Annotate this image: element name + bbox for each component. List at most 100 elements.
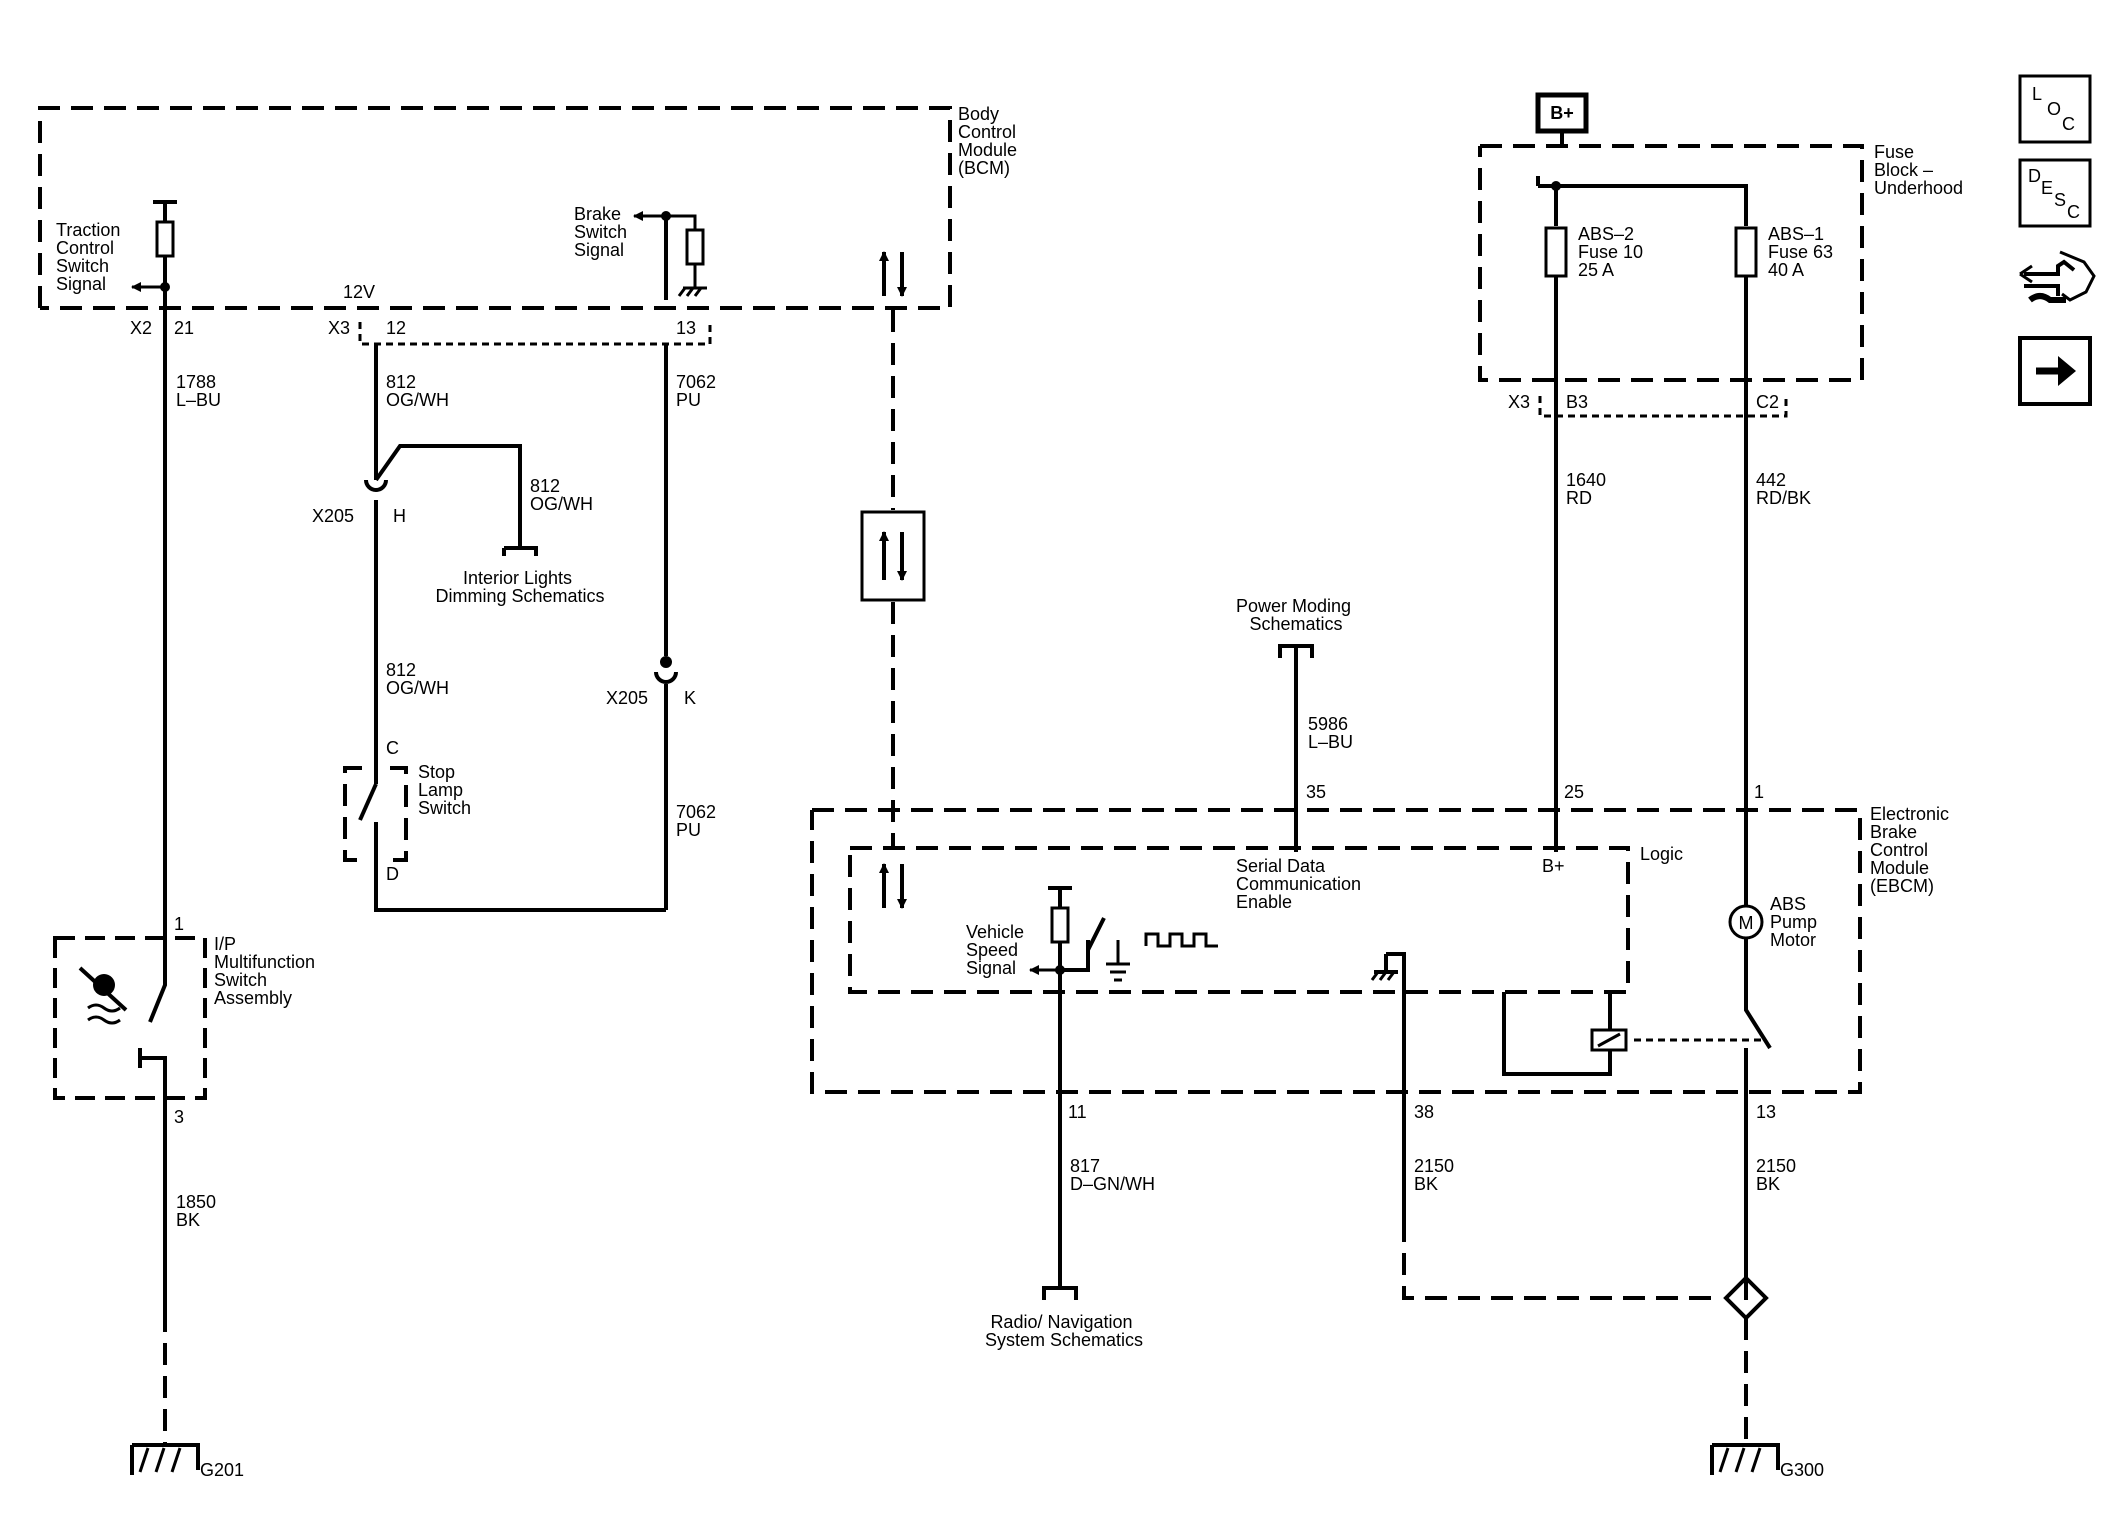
interior-lights-reference: Interior Lights Dimming Schematics [435,568,604,606]
abs-pump-motor: M ABS Pump Motor 13 2150 BK [1502,894,1822,1300]
svg-text:L: L [2032,84,2042,104]
wire-7062a-label: 7062 PU [676,372,721,410]
bcm-pullup-resistor [155,220,175,258]
circuit-1640-442: 1640 RD 442 RD/BK [1554,410,1811,905]
svg-text:1: 1 [1754,782,1764,802]
bcm-label: Body Control Module (BCM) [958,104,1022,178]
svg-text:D: D [2028,166,2041,186]
next-page-button[interactable] [2018,336,2092,406]
wire-1640-label: 1640 RD [1566,470,1611,508]
wire-1788-label: 1788 L–BU [176,372,221,410]
svg-text:E: E [2041,178,2053,198]
svg-text:S: S [2054,190,2066,210]
ground-g201: G201 [130,1443,244,1480]
connector-x205-h: X205 H [312,479,406,526]
vss-label: Vehicle Speed Signal [966,922,1029,978]
loc-button[interactable]: L O C [2018,74,2092,144]
svg-text:X205: X205 [312,506,354,526]
svg-text:X3: X3 [1508,392,1530,412]
splice-and-ground-g300: G300 [1710,1275,1824,1480]
svg-text:3: 3 [174,1107,184,1127]
svg-text:X205: X205 [606,688,648,708]
pulse-signal-icon [1144,932,1218,948]
abs-motor-label: ABS Pump Motor [1770,894,1822,950]
fuse-abs1-label: ABS–1 Fuse 63 40 A [1768,224,1838,280]
wire-1850-label: 1850 BK [176,1192,221,1230]
svg-text:21: 21 [174,318,194,338]
wire-7062b-label: 7062 PU [676,802,721,840]
svg-text:X2: X2 [130,318,152,338]
logic-label: Logic [1640,844,1683,864]
svg-text:25: 25 [1564,782,1584,802]
fuse-abs2-label: ABS–2 Fuse 10 25 A [1578,224,1648,280]
circuit-812: 812 OG/WH 812 OG/WH Interior Lights Dimm… [312,344,605,754]
svg-text:35: 35 [1306,782,1326,802]
svg-text:11: 11 [1068,1102,1087,1122]
wire-442-label: 442 RD/BK [1756,470,1811,508]
ebcm-label: Electronic Brake Control Module (EBCM) [1870,804,1954,896]
svg-text:B3: B3 [1566,392,1588,412]
power-moding-reference: Power Moding Schematics 5986 L–BU [1236,596,1356,845]
svg-text:13: 13 [676,318,696,338]
circuit-7062: 7062 PU X205 K 7062 PU [606,344,721,910]
fuse-block-label: Fuse Block – Underhood [1874,142,1963,198]
circuit-1850: 3 1850 BK [163,1098,221,1445]
wire-812c-label: 812 OG/WH [386,660,449,698]
bcm-module: Body Control Module (BCM) [38,104,1022,310]
wire-817-label: 817 D–GN/WH [1070,1156,1155,1194]
svg-text:C: C [2067,202,2080,222]
wire-812a-label: 812 OG/WH [386,372,449,410]
svg-text:C: C [2062,114,2075,134]
fuse-abs2 [1544,226,1568,278]
svg-text:G300: G300 [1780,1460,1824,1480]
traction-control-icon [78,966,128,1025]
wire-812b-label: 812 OG/WH [530,476,593,514]
wire-2150b-label: 2150 BK [1756,1156,1801,1194]
svg-text:O: O [2047,99,2061,119]
svg-text:38: 38 [1414,1102,1434,1122]
svg-text:G201: G201 [200,1460,244,1480]
serial-data-gateway [860,510,926,602]
serial-data-link [860,310,926,850]
stop-lamp-label: Stop Lamp Switch [418,762,471,818]
connector-icon[interactable] [2019,250,2096,303]
bcm-12v-label: 12V [343,282,375,302]
brake-signal-label: Brake Switch Signal [574,204,632,260]
svg-text:H: H [393,506,406,526]
svg-text:X3: X3 [328,318,350,338]
svg-text:12: 12 [386,318,406,338]
traction-control-signal: Traction Control Switch Signal [56,200,177,300]
svg-text:1: 1 [174,914,184,934]
svg-text:B+: B+ [1550,103,1574,123]
bcm-serial-data-icon [879,251,907,297]
circuit-1788: 1788 L–BU 1 [163,300,221,985]
vehicle-speed-signal: Vehicle Speed Signal 11 817 D–GN/WH Radi… [966,886,1218,1350]
connector-x205-k: X205 K [606,656,696,708]
serial-enable-label: Serial Data Communication Enable [1236,856,1366,912]
desc-button[interactable]: D E S C [2018,158,2092,228]
ebcm-b-plus-label: B+ [1542,856,1565,876]
ip-switch-label: I/P Multifunction Switch Assembly [214,934,320,1008]
ip-multifunction-switch: I/P Multifunction Switch Assembly [53,934,320,1100]
wire-2150a-label: 2150 BK [1414,1156,1459,1194]
svg-text:Power Moding Schematics: Power Moding Schematics [1236,596,1356,634]
svg-text:C: C [386,738,399,758]
fuse-abs1 [1734,226,1758,278]
brake-switch-signal: Brake Switch Signal 12V [343,204,707,302]
traction-signal-label: Traction Control Switch Signal [56,220,125,294]
wire-5986-label: 5986 L–BU [1308,714,1353,752]
fuse-block-underhood: Fuse Block – Underhood ABS–2 Fuse 10 25 … [1478,142,1963,418]
ebcm-logic-section: Logic Serial Data Communication Enable B… [848,844,1683,994]
ebcm-ground-38: 38 2150 BK [1370,952,1722,1300]
radio-nav-reference: Radio/ Navigation System Schematics [985,1312,1143,1350]
stop-lamp-switch: C Stop Lamp Switch D [343,738,666,912]
svg-text:C2: C2 [1756,392,1779,412]
svg-text:M: M [1739,913,1754,933]
bcm-connectors: X2 21 X3 12 13 [130,318,712,346]
b-plus-source: B+ [1535,92,1589,146]
svg-text:K: K [684,688,696,708]
svg-text:13: 13 [1756,1102,1776,1122]
svg-text:D: D [386,864,399,884]
ebcm-module: Electronic Brake Control Module (EBCM) 3… [810,782,1954,1094]
